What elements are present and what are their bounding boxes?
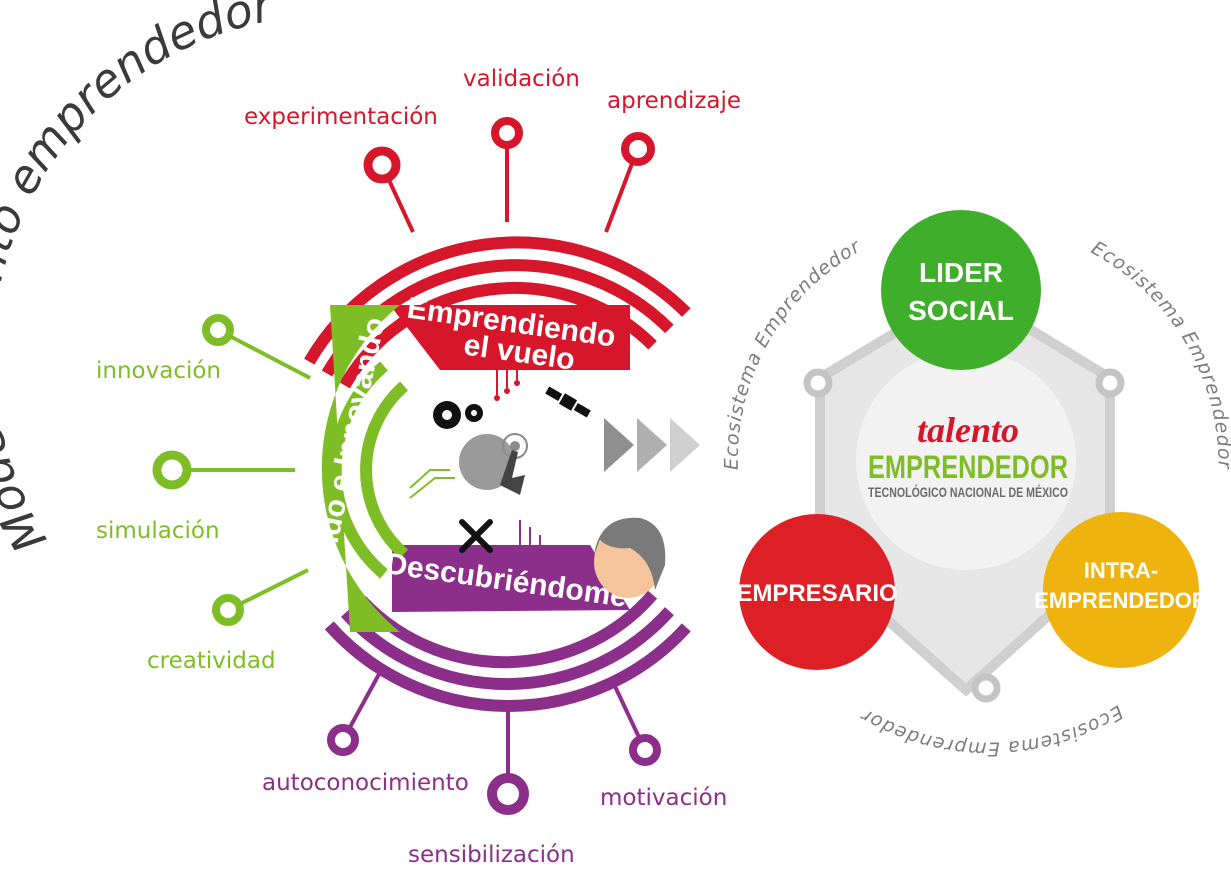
spoke-node [202, 314, 234, 346]
intra-circle [1043, 512, 1199, 668]
green-arc-2 [360, 381, 409, 559]
empresario-label: EMPRESARIO [736, 580, 897, 607]
arrows-icon [604, 418, 700, 472]
purple-arc-outer [324, 621, 691, 712]
hex-node [971, 673, 1001, 703]
spoke-node [629, 734, 661, 766]
purple-circuit-lines [519, 520, 541, 545]
center-title: talento [917, 410, 1019, 450]
hex-node [803, 368, 833, 398]
label-aprendizaje: aprendizaje [607, 88, 741, 114]
lider-line1: LIDER [919, 257, 1003, 288]
spoke-node [363, 146, 401, 184]
purple-arc-middle [340, 607, 674, 691]
spoke-line [604, 152, 638, 233]
label-motivacion: motivación [600, 785, 727, 811]
intra-line1: INTRA- [1084, 558, 1159, 583]
hex-node [1095, 368, 1125, 398]
green-band [321, 305, 400, 632]
spoke-node [491, 117, 523, 149]
label-validacion: validación [463, 66, 580, 92]
label-simulacion: simulación [96, 518, 220, 544]
center-caption: TECNOLÓGICO NACIONAL DE MÉXICO [868, 483, 1068, 500]
ecosystem-bottom: Ecosistema Emprendedor [857, 701, 1127, 760]
spoke-node [212, 594, 244, 626]
label-autoconocimiento: autoconocimiento [262, 770, 469, 796]
tools-icon [459, 519, 493, 553]
red-spokes [380, 135, 638, 233]
green-circuit-lines [409, 469, 455, 499]
red-circuit-lines [496, 370, 518, 395]
center-subtitle: EMPRENDEDOR [868, 449, 1068, 485]
model-title: Modelo talento emprendedor [0, 0, 280, 562]
spoke-node [152, 450, 192, 490]
spoke-node [487, 773, 529, 815]
person-head-icon [594, 517, 666, 598]
model-title-text: Modelo talento emprendedor [0, 0, 280, 562]
label-experimentacion: experimentación [244, 104, 438, 130]
spoke-node [327, 724, 359, 756]
ecosystem-bottom-text: Ecosistema Emprendedor [857, 701, 1126, 760]
red-band [390, 305, 630, 370]
spoke-node [621, 132, 655, 166]
empresario-circle [739, 514, 895, 670]
label-creatividad: creatividad [147, 648, 276, 674]
label-innovacion: innovación [96, 358, 221, 384]
cogs-icon [433, 401, 483, 429]
red-circuit-dots [494, 380, 520, 401]
spoke-line [217, 328, 311, 380]
purple-band [392, 545, 630, 612]
lider-social-circle [881, 210, 1041, 370]
label-sensibilizacion: sensibilización [408, 842, 575, 868]
right-model: Ecosistema Emprendedor Ecosistema Empren… [721, 210, 1231, 760]
center-disc [856, 350, 1076, 570]
purple-arcs [324, 590, 691, 712]
left-model: Emprendiendo el vuelo Creando e Innovand… [96, 66, 741, 868]
lider-line2: SOCIAL [908, 295, 1014, 326]
touch-hand-icon [459, 433, 528, 495]
intra-line2: EMPRENDEDOR [1034, 588, 1208, 613]
competency-labels: experimentación validación aprendizaje i… [96, 66, 741, 868]
satellite-icon [545, 386, 591, 418]
